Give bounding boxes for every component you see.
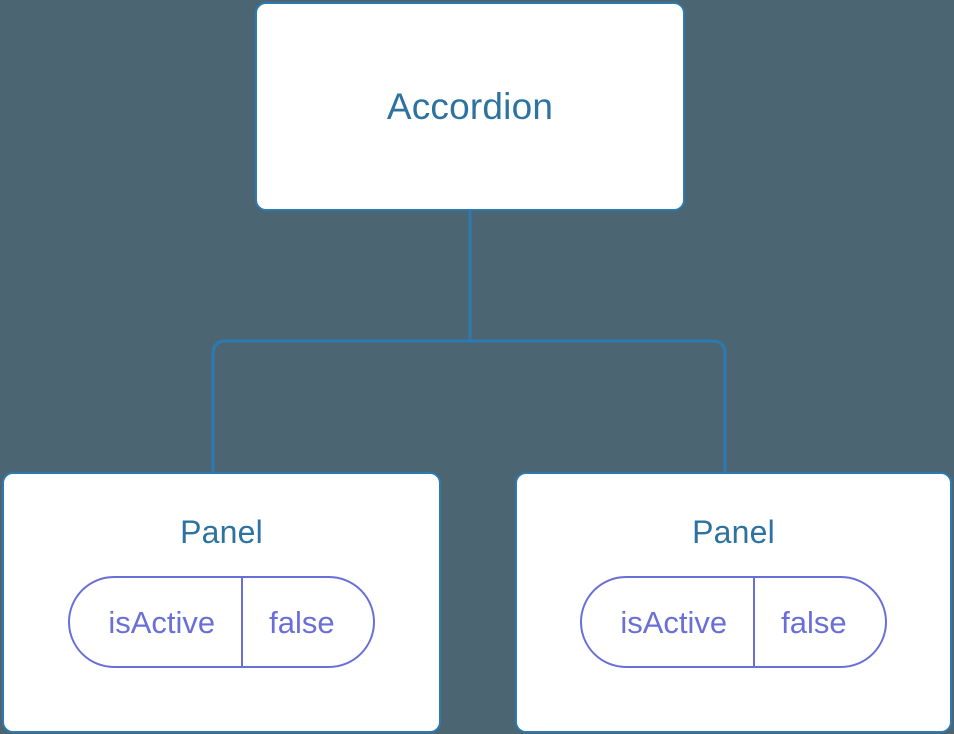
prop-key: isActive [70,578,244,666]
connector-edge-panel-0 [211,339,470,474]
prop-pill-isactive[interactable]: isActive false [580,576,887,668]
node-title: Accordion [386,86,554,127]
tree-node-panel-1[interactable]: Panel isActive false [515,472,952,733]
connector-edge-panel-1 [470,339,727,474]
node-title: Panel [180,514,263,550]
node-title: Panel [692,514,775,550]
tree-node-accordion[interactable]: Accordion [255,2,685,211]
prop-value: false [781,604,847,640]
prop-value: false [269,604,335,640]
prop-pill-isactive[interactable]: isActive false [68,576,375,668]
tree-node-panel-0[interactable]: Panel isActive false [2,472,441,733]
prop-key: isActive [582,578,756,666]
